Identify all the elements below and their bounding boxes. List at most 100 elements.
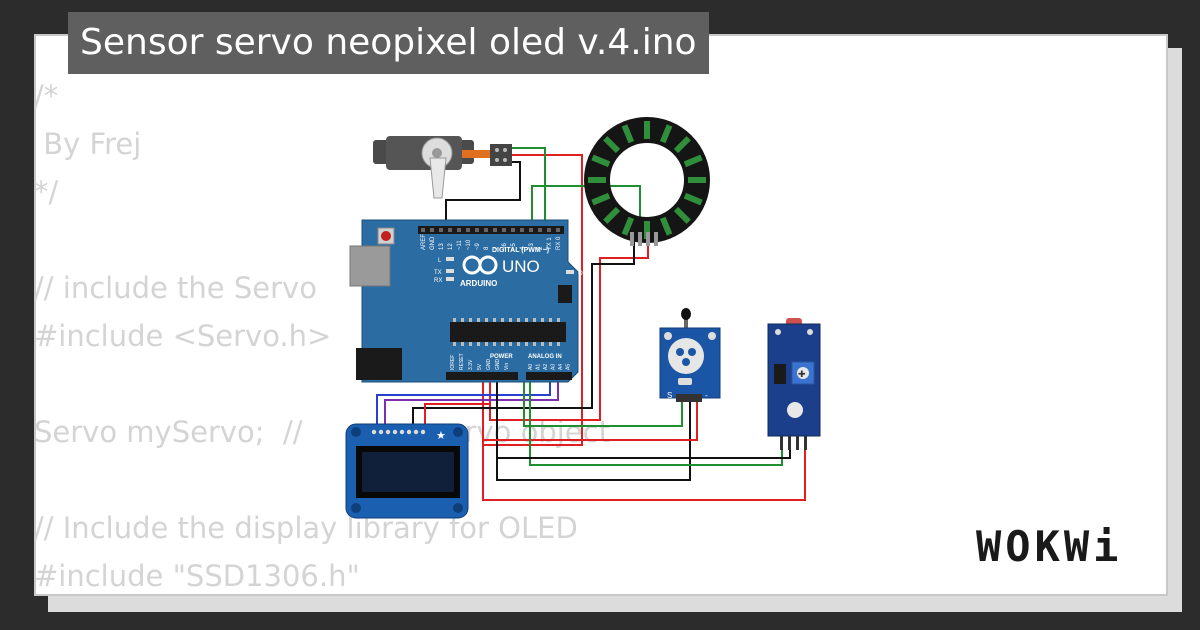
code-line: #include <Servo.h> (34, 319, 332, 353)
wire-black (497, 450, 791, 459)
microcontroller-chip (450, 322, 566, 342)
pin-label: A3 (551, 364, 557, 370)
sensor-pin (804, 436, 807, 450)
neopixel-led (673, 136, 691, 154)
header-pin (475, 228, 479, 232)
pin-label: ~6 (502, 242, 508, 250)
wire-red (424, 403, 490, 432)
chip-pin (477, 318, 480, 322)
chip-pin (517, 342, 520, 346)
wire-red (482, 445, 806, 501)
brand-label: ARDUINO (460, 279, 497, 288)
sensor-pin (780, 436, 783, 450)
header-pin (484, 228, 488, 232)
header-pin (556, 228, 560, 232)
oled-pin (420, 429, 426, 435)
chip-pin (533, 342, 536, 346)
led-rx-label: RX (434, 278, 442, 284)
pin-label: 4 (520, 246, 526, 250)
analog-header (526, 372, 572, 380)
chip-pin (477, 342, 480, 346)
power-jack (356, 348, 402, 380)
wire-green (529, 372, 783, 466)
code-line: #include "SSD1306.h" (34, 559, 360, 593)
chip-pin (453, 318, 456, 322)
chip-pin (493, 342, 496, 346)
header-pin (421, 228, 425, 232)
header-pin (430, 228, 434, 232)
pin-label: AREF (421, 234, 427, 250)
temperature-sensor-module[interactable]: S - (659, 308, 721, 402)
chip-pin (453, 342, 456, 346)
uno-label: UNO (502, 257, 540, 276)
chip-pin (509, 318, 512, 322)
pin-label: 5V (477, 363, 483, 370)
pin-label: ~9 (475, 242, 481, 250)
code-line: */ (34, 175, 59, 209)
wire-green (505, 147, 546, 228)
header-pin (511, 228, 515, 232)
code-line: By Frej (34, 127, 142, 161)
neopixel-led (603, 206, 621, 224)
analog-label: ANALOG IN (528, 354, 562, 360)
chip-pin (525, 342, 528, 346)
neopixel-led (603, 136, 621, 154)
chip-pin (485, 318, 488, 322)
digital-header (418, 226, 564, 234)
neopixel-led (644, 221, 650, 239)
chip-pin (501, 342, 504, 346)
wire-red (483, 400, 698, 441)
pin-label: A5 (566, 364, 572, 370)
neopixel-led (673, 206, 691, 224)
header-pin (448, 228, 452, 232)
code-line: // include the Servo (34, 271, 317, 305)
servo-motor[interactable] (373, 136, 512, 199)
oled-pin (378, 429, 384, 435)
neopixel-led (621, 216, 635, 236)
chip-pin (461, 318, 464, 322)
neopixel-led (588, 177, 606, 183)
oled-pin (371, 429, 377, 435)
chip-pin (549, 318, 552, 322)
chip-pin (541, 318, 544, 322)
neopixel-led (659, 216, 673, 236)
pin-label: GND (495, 359, 501, 371)
header-pin (529, 228, 533, 232)
chip-pin (517, 318, 520, 322)
neopixel-led (591, 192, 611, 206)
header-pin (493, 228, 497, 232)
pin-label: RESET (459, 353, 465, 370)
header-pin (439, 228, 443, 232)
chip-pin (525, 318, 528, 322)
neopixel-led (644, 121, 650, 139)
chip-pin (541, 342, 544, 346)
chip-pin (549, 342, 552, 346)
pin-label: TX 1 (547, 237, 553, 250)
digital-label: DIGITAL (PWM ~) (492, 247, 549, 254)
oled-pin (399, 429, 405, 435)
pin-label: GND (430, 236, 436, 250)
led-l-label: L (438, 258, 442, 264)
pin-label: A0 (528, 364, 534, 370)
pin-label: IOREF (450, 355, 456, 370)
header-pin (547, 228, 551, 232)
on-label: ON (578, 271, 587, 277)
pin-label: ~11 (457, 240, 463, 250)
light-sensor-module[interactable]: ✚ (767, 318, 821, 450)
wokwi-logo: WOKWi (976, 522, 1123, 571)
wire-black (445, 161, 521, 228)
oled-display[interactable]: ★ (345, 423, 469, 519)
page-title: Sensor servo neopixel oled v.4.ino (68, 12, 709, 74)
chip-pin (501, 318, 504, 322)
neopixel-led (591, 154, 611, 168)
chip-pin (485, 342, 488, 346)
neopixel-ring[interactable] (584, 117, 710, 246)
neopixel-led (659, 124, 673, 144)
power-header (446, 372, 518, 380)
oled-pin (385, 429, 391, 435)
led-tx-label: TX (434, 270, 442, 276)
pin-s-label: S (667, 391, 672, 400)
star-icon: ★ (436, 430, 446, 442)
wire-red (482, 154, 583, 446)
